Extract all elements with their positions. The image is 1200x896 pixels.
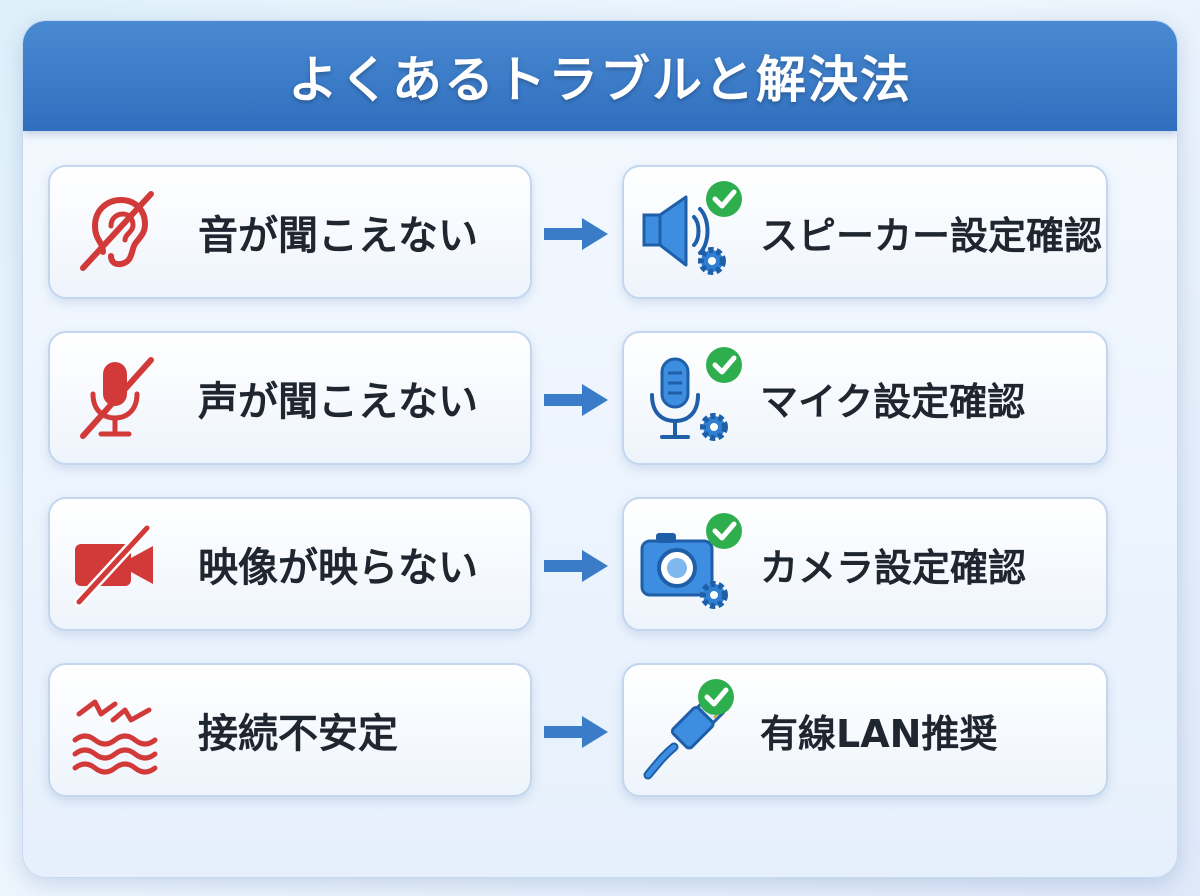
mic-muted-icon [60, 343, 170, 453]
camera-settings-icon [634, 509, 752, 619]
solution-card-mic: マイク設定確認 [622, 331, 1108, 465]
problem-label: 映像が映らない [198, 545, 478, 591]
camera-off-icon [60, 509, 170, 619]
problem-label: 声が聞こえない [198, 379, 478, 425]
mic-settings-icon [634, 343, 752, 453]
arrow-right-icon [544, 716, 608, 748]
ear-muted-icon [60, 177, 170, 287]
problem-label: 音が聞こえない [198, 213, 478, 259]
problem-card-connection: 接続不安定 [48, 663, 532, 797]
solution-card-speaker: スピーカー設定確認 [622, 165, 1108, 299]
solution-label: 有線LAN推奨 [760, 711, 998, 756]
solution-label: マイク設定確認 [760, 379, 1026, 424]
unstable-connection-icon [60, 675, 170, 785]
solution-card-camera: カメラ設定確認 [622, 497, 1108, 631]
arrow-right-icon [544, 550, 608, 582]
problem-label: 接続不安定 [198, 711, 398, 757]
ethernet-cable-icon [634, 675, 752, 785]
solution-label: スピーカー設定確認 [760, 213, 1103, 258]
arrow-right-icon [544, 218, 608, 250]
header-bar: よくあるトラブルと解決法 [23, 21, 1177, 131]
speaker-settings-icon [634, 177, 752, 287]
solution-label: カメラ設定確認 [760, 545, 1027, 590]
problem-card-voice: 声が聞こえない [48, 331, 532, 465]
page-title: よくあるトラブルと解決法 [288, 51, 912, 109]
solution-card-lan: 有線LAN推奨 [622, 663, 1108, 797]
arrow-right-icon [544, 384, 608, 416]
problem-card-video: 映像が映らない [48, 497, 532, 631]
problem-card-sound: 音が聞こえない [48, 165, 532, 299]
